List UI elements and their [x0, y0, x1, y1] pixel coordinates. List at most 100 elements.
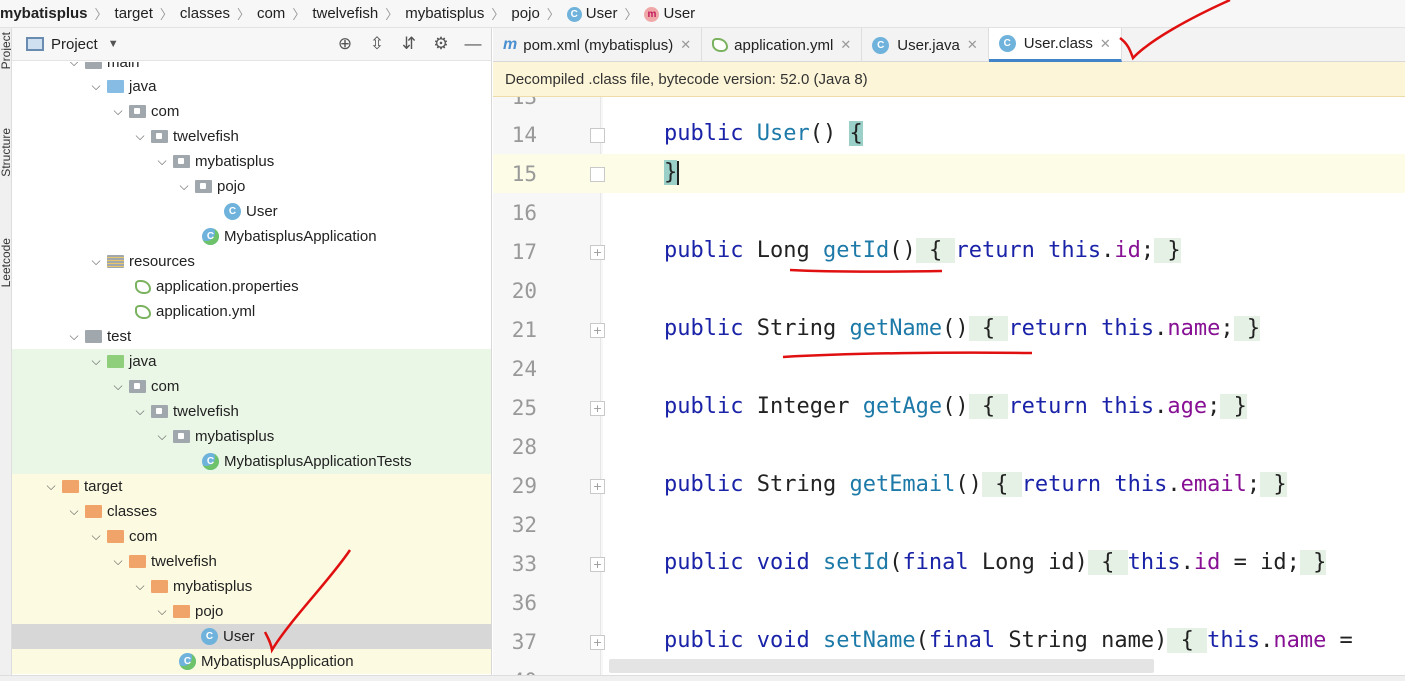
excluded-folder-icon [151, 580, 168, 593]
chevron-down-icon[interactable]: ⌵ [46, 479, 56, 493]
leetcode-tool-tab[interactable]: Leetcode [0, 238, 11, 287]
tree-item[interactable]: ⌵java [12, 349, 491, 374]
tree-item[interactable]: ⌵main [12, 62, 491, 75]
breadcrumb-item[interactable]: mybatisplus [405, 5, 485, 22]
tree-item[interactable]: ⌵twelvefish [12, 549, 491, 574]
breadcrumb-item[interactable]: pojo [511, 5, 540, 22]
code-line: 33+ public void setId(final Long id) { t… [493, 544, 1405, 583]
tree-item[interactable]: ⌵twelvefish [12, 124, 491, 149]
fold-marker-icon[interactable] [590, 128, 605, 143]
chevron-down-icon[interactable]: ⌵ [91, 354, 101, 368]
expand-icon[interactable]: + [590, 323, 605, 338]
breadcrumb: mybatisplus〉 target〉 classes〉 com〉 twelv… [0, 0, 1405, 28]
expand-all-icon[interactable]: ⇳ [369, 34, 385, 53]
project-panel-title[interactable]: Project [51, 35, 98, 53]
expand-icon[interactable]: + [590, 635, 605, 650]
tree-item[interactable]: ⌵pojo [12, 599, 491, 624]
line-number: 21 [511, 318, 537, 342]
tree-item[interactable]: ⌵com [12, 99, 491, 124]
tree-item[interactable]: application.yml [12, 299, 491, 324]
tool-window-strip: Project Structure Leetcode [0, 28, 12, 681]
folder-icon [85, 62, 102, 69]
tree-item[interactable]: ⌵pojo [12, 174, 491, 199]
tree-item[interactable]: ⌵com [12, 374, 491, 399]
breadcrumb-item[interactable]: twelvefish [312, 5, 379, 22]
tree-item-label: com [129, 528, 158, 545]
tree-item[interactable]: ⌵target [12, 474, 491, 499]
decompiled-notice: Decompiled .class file, bytecode version… [493, 62, 1405, 97]
tab-application-yml[interactable]: application.yml✕ [702, 28, 863, 62]
close-icon[interactable]: ✕ [680, 37, 692, 52]
expand-icon[interactable]: + [590, 557, 605, 572]
tree-item[interactable]: ⌵ mybatisplus [12, 149, 491, 174]
editor-horizontal-scrollbar[interactable] [609, 659, 1154, 673]
chevron-down-icon[interactable]: ⌵ [135, 404, 145, 418]
close-icon[interactable]: ✕ [840, 37, 852, 52]
expand-icon[interactable]: + [590, 479, 605, 494]
chevron-down-icon[interactable]: ⌵ [91, 529, 101, 543]
code-line: 29+ public String getEmail() { return th… [493, 466, 1405, 505]
tree-item[interactable]: ⌵java [12, 74, 491, 99]
chevron-down-icon[interactable]: ▼ [107, 38, 119, 50]
code-editor[interactable]: 13 14 public User() { 15 } 16 17+ public… [493, 97, 1405, 681]
chevron-down-icon[interactable]: ⌵ [135, 129, 145, 143]
hide-icon[interactable]: — [464, 34, 482, 53]
breadcrumb-item[interactable]: mybatisplus [0, 5, 88, 22]
chevron-down-icon[interactable]: ⌵ [113, 379, 123, 393]
chevron-down-icon[interactable]: ⌵ [91, 254, 101, 268]
chevron-down-icon[interactable]: ⌵ [69, 329, 79, 343]
breadcrumb-item[interactable]: classes [179, 5, 230, 22]
tree-item-label: mybatisplus [195, 153, 275, 170]
code-line: 14 public User() { [493, 115, 1405, 154]
chevron-down-icon[interactable]: ⌵ [179, 179, 189, 193]
chevron-down-icon[interactable]: ⌵ [113, 104, 123, 118]
tree-item[interactable]: ⌵ com [12, 524, 491, 549]
tree-item[interactable]: ⌵mybatisplus [12, 424, 491, 449]
package-icon [173, 430, 190, 443]
code-line: 36 [493, 583, 1405, 622]
chevron-down-icon[interactable]: ⌵ [157, 154, 167, 168]
chevron-down-icon[interactable]: ⌵ [69, 504, 79, 518]
tree-item[interactable]: ⌵test [12, 324, 491, 349]
chevron-down-icon[interactable]: ⌵ [113, 554, 123, 568]
line-number: 17 [511, 240, 537, 264]
package-icon [195, 180, 212, 193]
chevron-down-icon[interactable]: ⌵ [135, 579, 145, 593]
tree-item[interactable]: ⌵resources [12, 249, 491, 274]
close-icon[interactable]: ✕ [1099, 35, 1111, 51]
project-view-icon [26, 37, 44, 51]
chevron-down-icon[interactable]: ⌵ [157, 429, 167, 443]
close-icon[interactable]: ✕ [966, 37, 978, 52]
fold-marker-icon[interactable] [590, 167, 605, 182]
collapse-all-icon[interactable]: ⇵ [401, 34, 417, 53]
locate-icon[interactable]: ⊕ [337, 34, 353, 53]
breadcrumb-item[interactable]: target [114, 5, 153, 22]
class-icon: C [201, 628, 218, 645]
chevron-down-icon[interactable]: ⌵ [157, 604, 167, 618]
breadcrumb-item[interactable]: com [256, 5, 286, 22]
chevron-down-icon[interactable]: ⌵ [69, 62, 79, 69]
structure-tool-tab[interactable]: Structure [0, 128, 11, 177]
project-tool-tab[interactable]: Project [0, 32, 11, 69]
gear-icon[interactable]: ⚙ [433, 34, 449, 53]
chevron-down-icon[interactable]: ⌵ [91, 79, 101, 93]
tree-item[interactable]: application.properties [12, 274, 491, 299]
expand-icon[interactable]: + [590, 245, 605, 260]
resources-folder-icon [107, 255, 124, 268]
tree-item[interactable]: ⌵twelvefish [12, 399, 491, 424]
tree-item[interactable]: ⌵classes [12, 499, 491, 524]
expand-icon[interactable]: + [590, 401, 605, 416]
tree-item[interactable]: ⌵mybatisplus [12, 574, 491, 599]
line-number: 37 [511, 630, 537, 654]
